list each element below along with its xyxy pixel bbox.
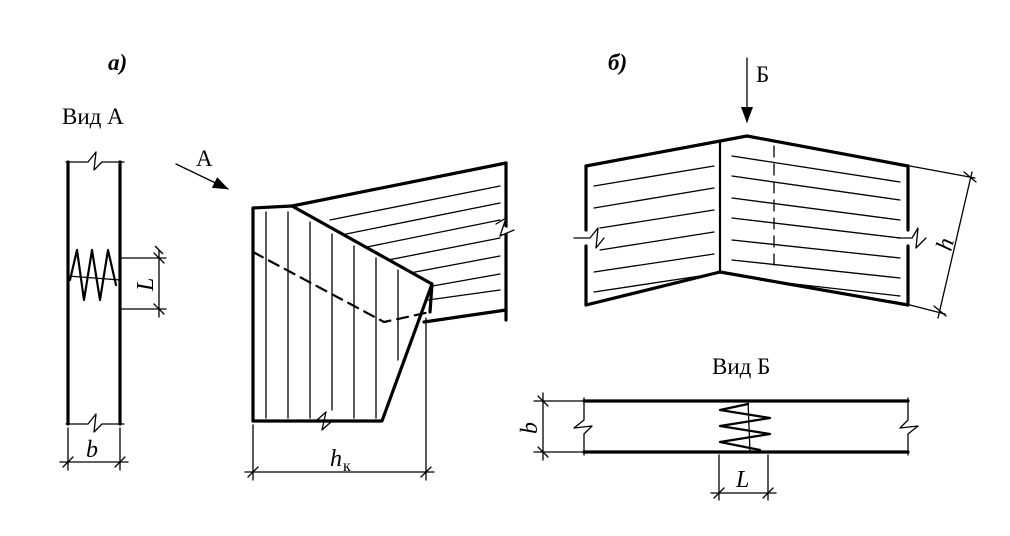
view-a: Вид А L b xyxy=(59,104,167,471)
view-a-L-ticks xyxy=(153,252,165,315)
joint-b-right-break xyxy=(897,227,927,249)
arrow-a-line xyxy=(175,163,229,190)
dim-h-line xyxy=(937,171,973,319)
view-b-title: Вид Б xyxy=(712,354,770,379)
dim-h-label: h xyxy=(932,235,960,253)
dim-hk-subscript: к xyxy=(343,458,351,475)
view-a-title: Вид А xyxy=(62,104,124,129)
ridge-joint-b: h xyxy=(573,134,977,319)
view-b-L-ticks xyxy=(713,487,774,499)
joint-a-post-grain xyxy=(265,211,399,419)
view-a-top-break xyxy=(65,151,125,171)
view-a-b-label: b xyxy=(86,437,98,463)
dim-hk-ticks xyxy=(247,466,432,478)
arrow-a-label: А xyxy=(196,146,213,171)
panel-a-label: а) xyxy=(108,50,127,75)
view-b-b-ticks xyxy=(537,395,549,458)
view-a-b-ticks xyxy=(62,456,126,468)
view-a-L-label: L xyxy=(133,278,159,292)
panel-b-label: б) xyxy=(608,50,627,75)
view-b-joint-line xyxy=(747,400,751,453)
joint-b-left-break xyxy=(573,227,605,249)
view-b-L-label: L xyxy=(735,467,749,493)
view-a-bottom-break xyxy=(65,413,125,433)
joint-b-bottom-edges xyxy=(584,270,910,307)
dim-h-ticks xyxy=(933,171,977,317)
joint-b-left-grain xyxy=(593,165,715,293)
joint-a-rafter-bottom-edge xyxy=(422,308,508,324)
joint-a-rafter-top-edge xyxy=(290,161,508,208)
view-b-left-break xyxy=(573,397,593,456)
view-a-joint-line xyxy=(67,275,121,281)
joint-a-hidden-line xyxy=(251,250,432,324)
view-b-right-break xyxy=(899,397,919,456)
joint-a-post-outline xyxy=(251,204,434,423)
corner-joint-a: h к xyxy=(244,161,515,481)
joint-a-rafter-break xyxy=(495,217,515,237)
view-b-arrow: Б xyxy=(741,57,769,123)
view-a-finger-joint xyxy=(68,248,118,302)
view-a-arrow: А xyxy=(175,146,229,190)
dim-h-ext-top xyxy=(909,165,976,179)
joint-b-top-edges xyxy=(584,134,910,168)
joint-a-post-break xyxy=(315,411,333,431)
view-b-finger-joint xyxy=(718,402,772,452)
joint-b-right-grain xyxy=(731,155,901,297)
view-b: Вид Б b L xyxy=(517,354,919,501)
arrow-b-label: Б xyxy=(756,62,769,87)
dim-hk-label: h xyxy=(330,446,342,472)
view-b-b-label: b xyxy=(517,422,543,434)
